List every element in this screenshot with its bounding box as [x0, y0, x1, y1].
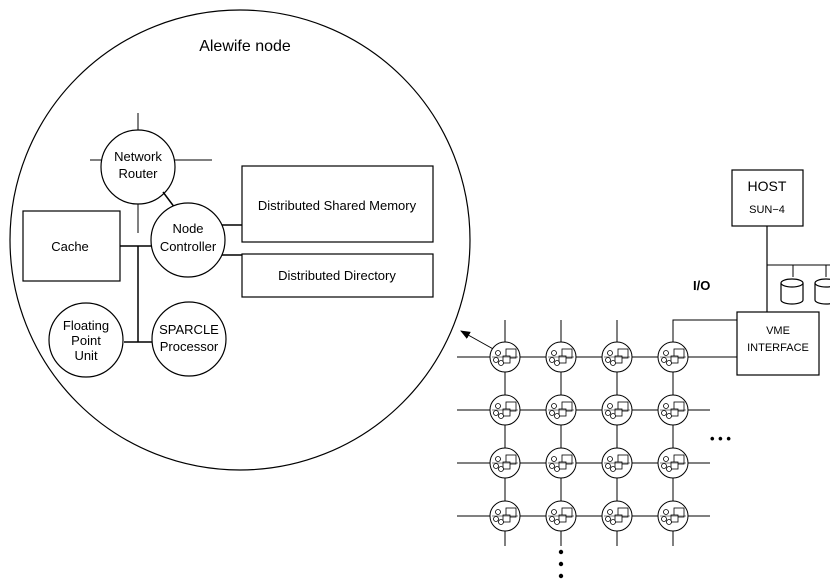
vme-label-1: VME: [766, 325, 790, 337]
mesh-node: [657, 394, 689, 426]
mesh-node: [657, 447, 689, 479]
vme-interface-block: VME INTERFACE: [736, 311, 820, 376]
zoom-arrow: [460, 330, 496, 351]
sparcle-processor: SPARCLE Processor: [151, 301, 227, 377]
shared-memory-block: Distributed Shared Memory: [241, 165, 434, 243]
sparcle-label-1: SPARCLE: [159, 322, 219, 337]
processor-bus: [120, 245, 152, 343]
network-router-label-2: Router: [118, 166, 158, 181]
mesh-node: [601, 394, 633, 426]
fpu-label-3: Unit: [74, 348, 98, 363]
node-controller-label-2: Controller: [160, 239, 217, 254]
mesh-node: [489, 394, 521, 426]
mesh-node: [489, 447, 521, 479]
mesh-node: [657, 500, 689, 532]
alewife-node-circle: [9, 9, 471, 471]
horizontal-ellipsis: • • •: [710, 431, 731, 446]
mesh-node: [601, 447, 633, 479]
network-router: Network Router: [90, 113, 212, 233]
cache-label: Cache: [51, 239, 89, 254]
node-controller: Node Controller: [150, 202, 226, 278]
mesh-node: [545, 341, 577, 373]
mesh-node: [601, 500, 633, 532]
vertical-ellipsis: [558, 549, 564, 579]
floating-point-unit: Floating Point Unit: [48, 302, 124, 378]
disk-icon: [780, 278, 804, 305]
processor-mesh: [457, 320, 710, 546]
mesh-node: [489, 500, 521, 532]
disk-bus: [767, 264, 830, 277]
io-label: I/O: [693, 278, 710, 293]
cache-block: Cache: [22, 210, 121, 282]
fpu-label-2: Point: [71, 333, 101, 348]
vme-label-2: INTERFACE: [747, 342, 809, 354]
directory-block: Distributed Directory: [241, 253, 434, 298]
mesh-node: [545, 500, 577, 532]
disk-icon: [814, 278, 830, 305]
mesh-node: [545, 447, 577, 479]
mesh-node: [601, 341, 633, 373]
directory-label: Distributed Directory: [278, 268, 396, 283]
host-title: HOST: [748, 178, 787, 194]
sparcle-label-2: Processor: [160, 339, 219, 354]
mesh-node: [489, 341, 521, 373]
mesh-node: [545, 394, 577, 426]
node-controller-label-1: Node: [172, 221, 203, 236]
host-block: HOST SUN−4: [731, 169, 804, 227]
alewife-node-title: Alewife node: [199, 38, 291, 55]
shared-memory-label: Distributed Shared Memory: [258, 198, 417, 213]
fpu-label-1: Floating: [63, 318, 109, 333]
network-router-label-1: Network: [114, 149, 162, 164]
mesh-node: [657, 341, 689, 373]
host-model: SUN−4: [749, 204, 785, 216]
